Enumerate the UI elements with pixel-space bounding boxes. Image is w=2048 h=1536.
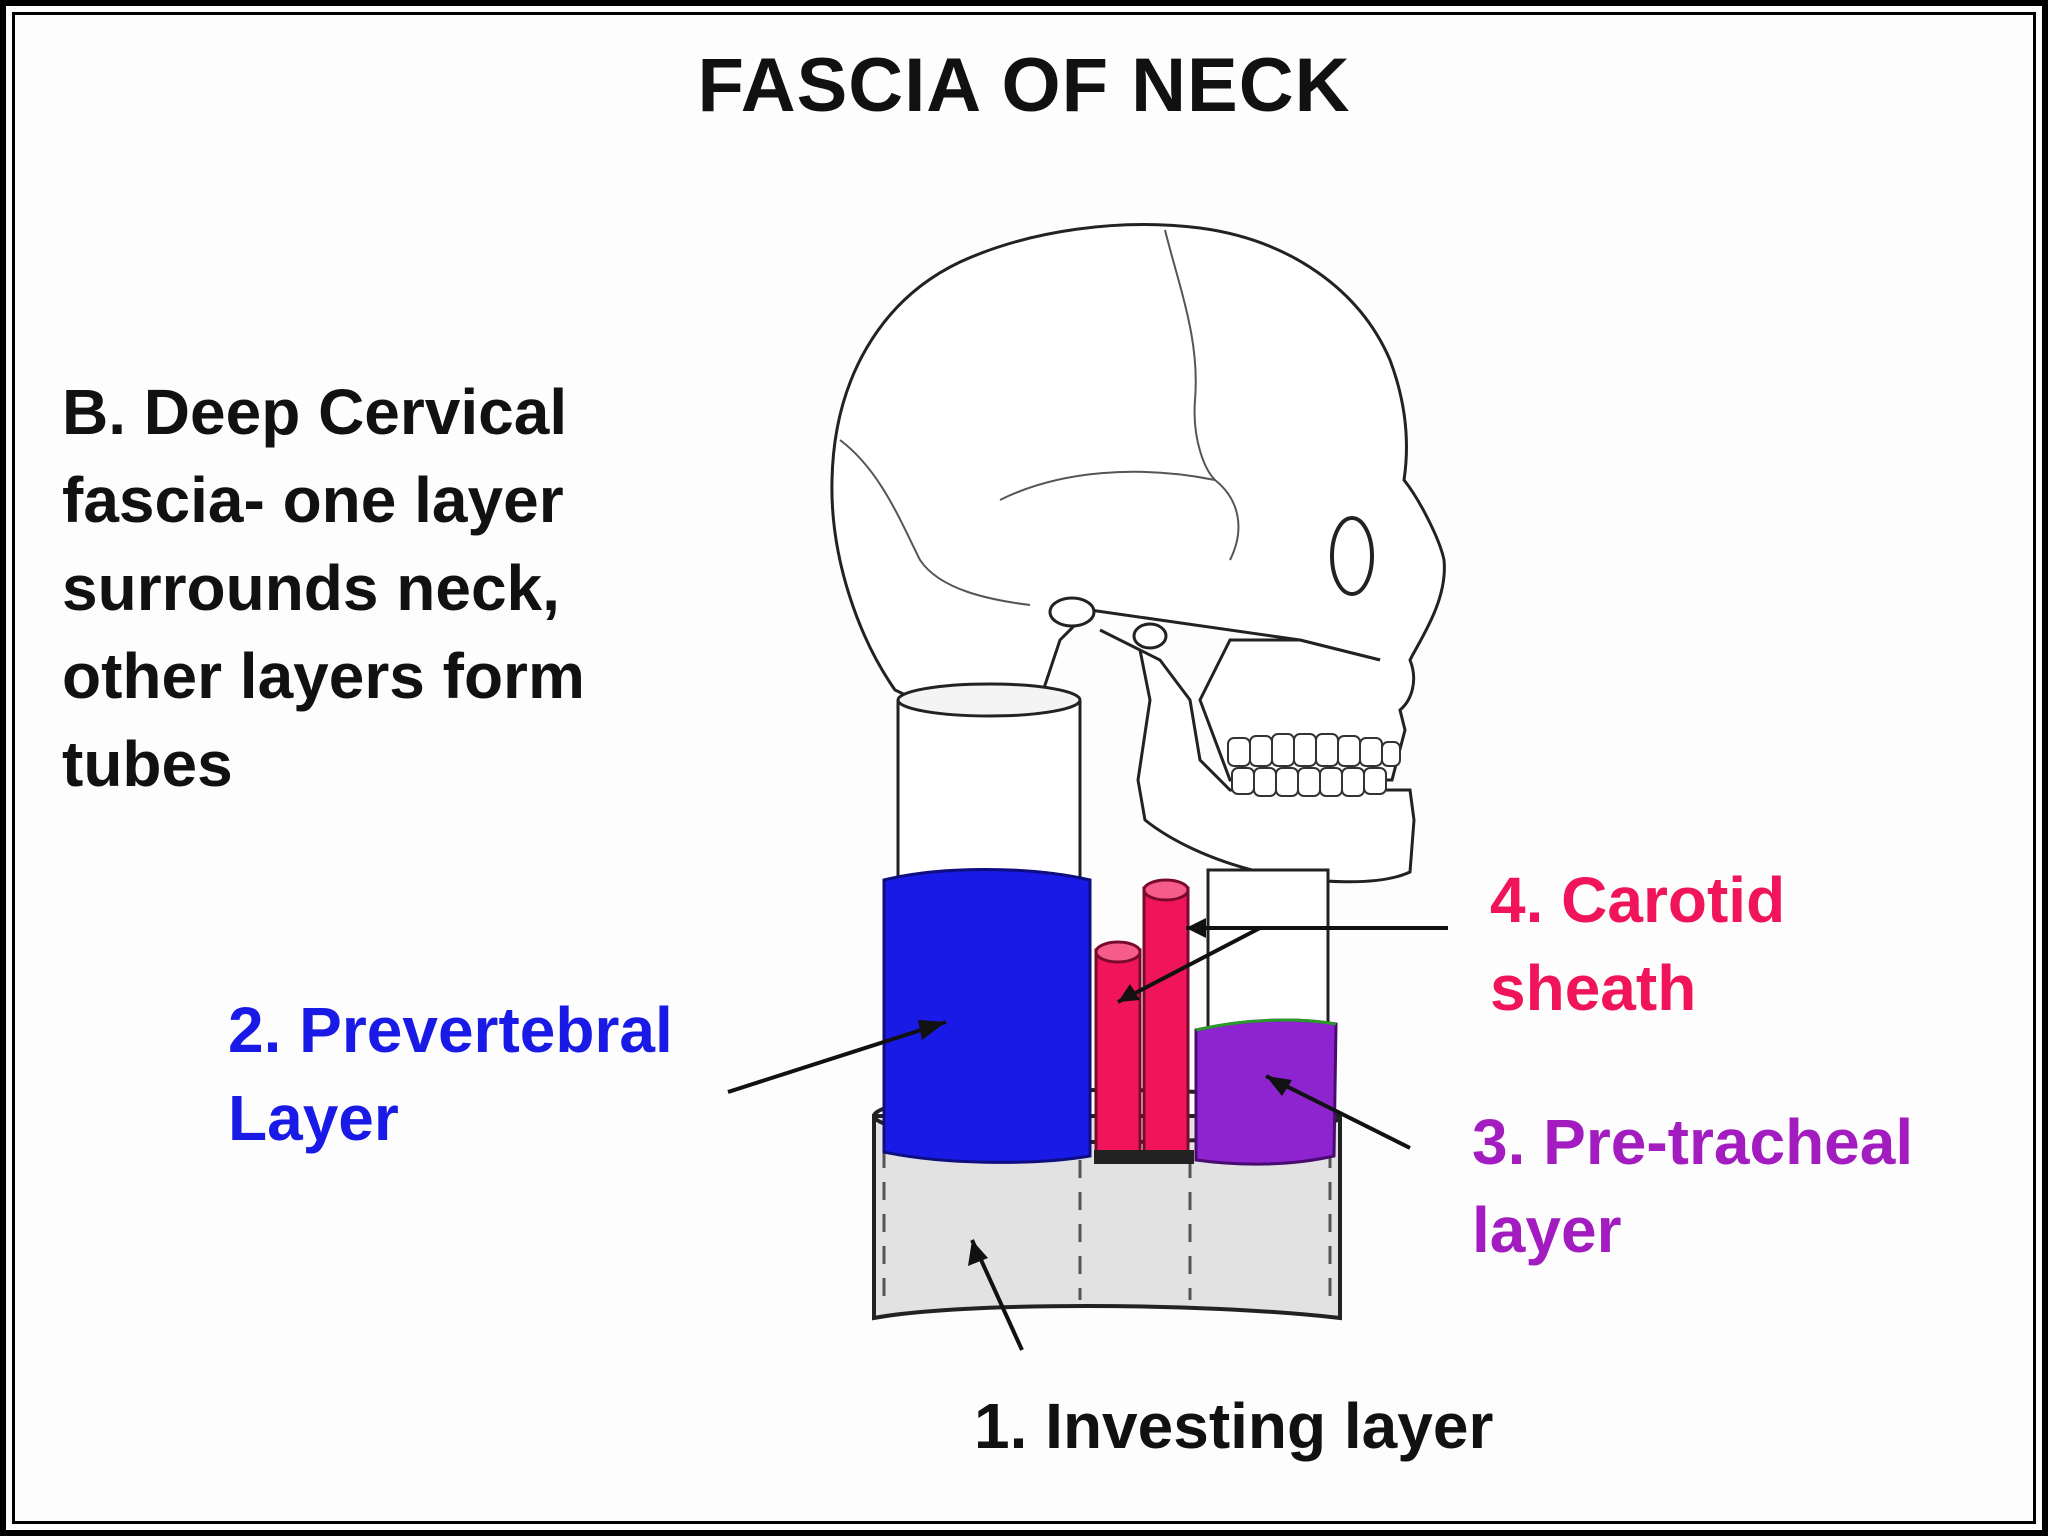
label-carotid-sheath: 4. Carotid sheath bbox=[1490, 856, 1990, 1032]
label-line: 4. Carotid bbox=[1490, 864, 1786, 936]
carotid-sheath-right-top bbox=[1142, 878, 1190, 902]
skull-face bbox=[1198, 479, 1446, 782]
prevertebral-layer-shape bbox=[882, 868, 1092, 1164]
label-prevertebral-layer: 2. Prevertebral Layer bbox=[228, 986, 788, 1162]
investing-layer-seams bbox=[882, 1150, 1332, 1300]
arrowheads bbox=[918, 918, 1292, 1266]
carotid-sheath-base bbox=[1094, 1150, 1194, 1164]
skull-suture-lambdoid bbox=[839, 439, 1031, 606]
page-title: FASCIA OF NECK bbox=[697, 43, 1351, 128]
label-line: layer bbox=[1472, 1194, 1622, 1266]
skull-orbit bbox=[1330, 516, 1374, 596]
intro-line: fascia- one layer bbox=[62, 464, 564, 536]
intro-text: B. Deep Cervical fascia- one layer surro… bbox=[62, 368, 702, 808]
skull-suture-coronal bbox=[1164, 229, 1216, 481]
inner-border bbox=[12, 12, 2036, 1524]
arrow-prevertebral bbox=[727, 1020, 947, 1094]
skull-ear-opening bbox=[1132, 622, 1168, 650]
vertebral-tube-top bbox=[896, 682, 1082, 718]
investing-layer-shape bbox=[872, 1114, 1342, 1321]
carotid-sheath-left-top bbox=[1094, 940, 1142, 964]
skull-zygomatic-notch bbox=[1048, 596, 1096, 628]
label-line: 1. Investing layer bbox=[974, 1390, 1494, 1462]
label-line: sheath bbox=[1490, 952, 1697, 1024]
label-pretracheal-layer: 3. Pre-tracheal layer bbox=[1472, 1098, 2032, 1274]
intro-line: tubes bbox=[62, 728, 233, 800]
label-line: 3. Pre-tracheal bbox=[1472, 1106, 1914, 1178]
intro-line: surrounds neck, bbox=[62, 552, 560, 624]
label-line: Layer bbox=[228, 1082, 399, 1154]
skull-suture-squamous bbox=[999, 470, 1240, 561]
trachea-tube-upper bbox=[1206, 868, 1330, 1032]
skull-teeth bbox=[1227, 733, 1401, 797]
arrow-pretracheal bbox=[1265, 1074, 1411, 1150]
trachea-tube-top-rim bbox=[1195, 1018, 1337, 1032]
label-investing-layer: 1. Investing layer bbox=[974, 1382, 1614, 1470]
arrow-carotid-lower bbox=[1117, 926, 1261, 1004]
intro-line: other layers form bbox=[62, 640, 585, 712]
intro-line: B. Deep Cervical bbox=[62, 376, 568, 448]
label-line: 2. Prevertebral bbox=[228, 994, 673, 1066]
